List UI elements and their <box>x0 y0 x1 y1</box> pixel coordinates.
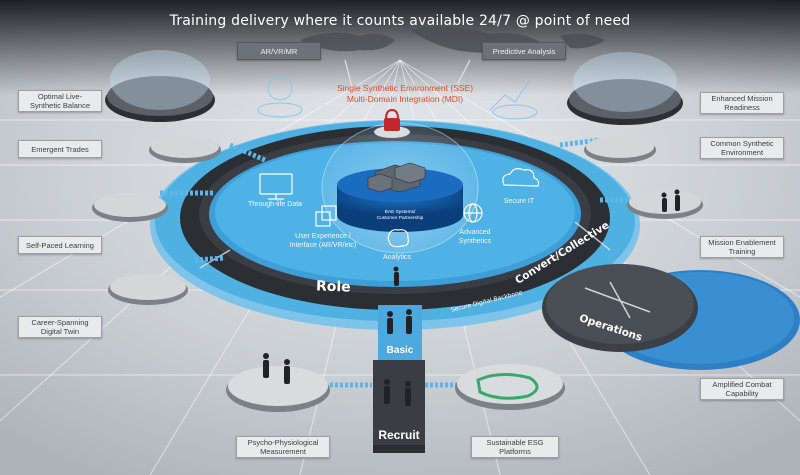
sustainable-line2: Platforms <box>499 447 531 456</box>
headline: Training delivery where it counts availa… <box>169 13 631 29</box>
ux-line2: Interface (AR/VR/etc) <box>289 241 357 249</box>
label-amplified-combat: Amplified Combat Capability <box>700 378 784 400</box>
sse-mdi-caption: Single Synthetic Environment (SSE) Multi… <box>300 83 510 105</box>
label-enhanced-mission: Enhanced Mission Readiness <box>700 92 784 114</box>
label-predictive-analysis: Predictive Analysis <box>482 42 566 60</box>
ux-line1: User Experience / <box>295 233 351 240</box>
stage-recruit: Recruit <box>378 428 420 442</box>
label-arvrmr-text: AR/VR/MR <box>260 46 298 56</box>
label-arvrmr: AR/VR/MR <box>237 42 321 60</box>
mission-line1: Mission Enablement <box>708 238 776 247</box>
stage-basic: Basic <box>386 345 414 356</box>
label-mission-enablement: Mission Enablement Training <box>700 236 784 258</box>
label-self-paced-learning: Self-Paced Learning <box>18 236 102 254</box>
inner-analytics: Analytics <box>382 254 411 261</box>
inner-secure-it: Secure IT <box>503 198 535 205</box>
advanced-line2: Synthetics <box>458 237 492 245</box>
inner-advanced-synthetics: Advanced Synthetics <box>448 229 502 246</box>
optimal-line1: Optimal Live- <box>37 92 83 101</box>
psycho-line1: Psycho-Physiological <box>247 438 319 447</box>
ring-role: Role <box>315 278 351 296</box>
label-career-digital-twin: Career-Spanning Digital Twin <box>18 316 102 338</box>
sustainable-line1: Sustainable ESG <box>486 438 544 447</box>
optimal-line2: Synthetic Balance <box>29 101 91 110</box>
emergent-text: Emergent Trades <box>31 144 89 154</box>
enhanced-line1: Enhanced Mission <box>711 94 773 103</box>
core-line1: BAE Systems/ <box>384 210 416 215</box>
label-psycho-physiological: Psycho-Physiological Measurement <box>236 436 330 458</box>
label-optimal-live-synthetic: Optimal Live- Synthetic Balance <box>18 90 102 112</box>
mdi-line: Multi-Domain Integration (MDI) <box>346 94 464 104</box>
amplified-line1: Amplified Combat <box>712 380 772 389</box>
inner-user-experience: User Experience / Interface (AR/VR/etc) <box>278 233 368 250</box>
common-line2: Environment <box>720 148 764 157</box>
self-paced-text: Self-Paced Learning <box>26 240 94 250</box>
enhanced-line2: Readiness <box>724 103 760 112</box>
advanced-line1: Advanced <box>459 229 491 236</box>
label-predictive-text: Predictive Analysis <box>492 46 556 56</box>
label-emergent-trades: Emergent Trades <box>18 140 102 158</box>
career-line1: Career-Spanning <box>31 318 89 327</box>
core-partnership-caption: BAE Systems/ Customer Partnership <box>368 210 432 222</box>
psycho-line2: Measurement <box>260 447 306 456</box>
label-sustainable-esg: Sustainable ESG Platforms <box>471 436 559 458</box>
amplified-line2: Capability <box>725 389 759 398</box>
career-line2: Digital Twin <box>40 327 80 336</box>
inner-through-life-data: Through-life Data <box>247 201 303 208</box>
mission-line2: Training <box>728 247 756 256</box>
sse-line: Single Synthetic Environment (SSE) <box>336 83 474 93</box>
label-common-synthetic: Common Synthetic Environment <box>700 137 784 159</box>
core-line2: Customer Partnership <box>376 216 424 221</box>
common-line1: Common Synthetic <box>710 139 774 148</box>
